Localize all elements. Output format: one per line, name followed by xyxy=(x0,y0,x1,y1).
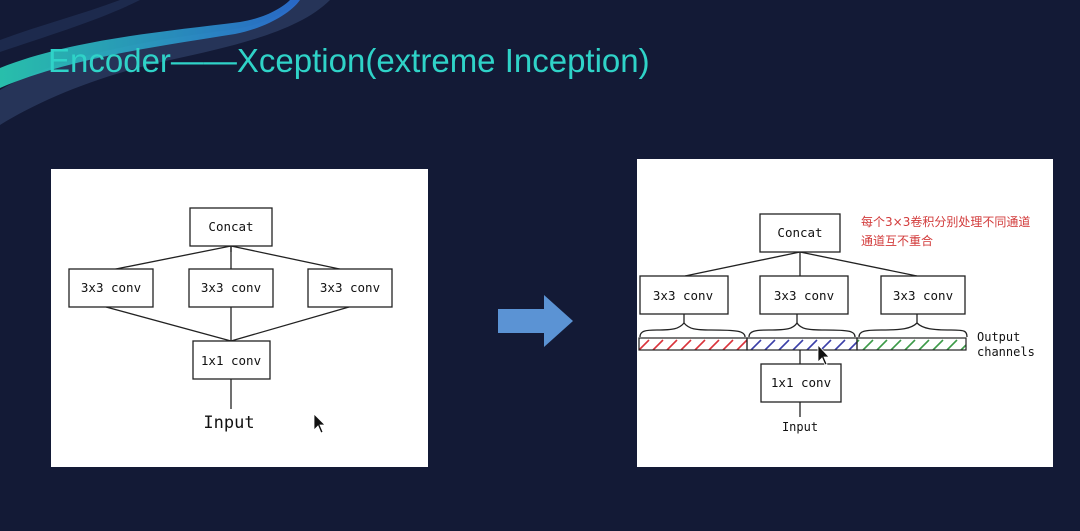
output-channels-bar xyxy=(638,337,967,351)
channel-group-green xyxy=(856,337,967,351)
slide-title: Encoder——Xception(extreme Inception) xyxy=(48,42,650,79)
conv-branch-label-3: 3x3 conv xyxy=(320,280,380,295)
right-arrow-icon xyxy=(498,295,573,347)
concat-label: Concat xyxy=(777,225,822,240)
conv-branch-box-2 xyxy=(759,275,849,315)
brace-1 xyxy=(639,321,746,338)
cursor-icon xyxy=(313,413,326,434)
conv-branch-label-2: 3x3 conv xyxy=(774,288,834,303)
output-channels-label-line-2: channels xyxy=(977,345,1035,359)
pointwise-label: 1x1 conv xyxy=(201,353,261,368)
output-channels-label-line-1: Output xyxy=(977,330,1020,344)
xception-module-diagram: Concat 3x3 conv 3x3 conv 3x3 conv 1x1 co… xyxy=(637,159,1053,467)
conv-branch-box-1 xyxy=(639,275,729,315)
concat-box xyxy=(189,207,273,247)
brace-3 xyxy=(858,322,968,338)
annotation-line-2: 通道互不重合 xyxy=(861,233,933,248)
conv-branch-label-1: 3x3 conv xyxy=(653,288,713,303)
conv-branch-box-1 xyxy=(68,268,154,308)
channel-group-blue xyxy=(746,337,858,351)
conv-branch-box-3 xyxy=(880,275,966,315)
conv-branch-label-1: 3x3 conv xyxy=(81,280,141,295)
conv-branch-box-2 xyxy=(188,268,274,308)
concat-box xyxy=(759,213,841,253)
input-label: Input xyxy=(782,420,818,434)
conv-branch-label-2: 3x3 conv xyxy=(201,280,261,295)
cursor-icon xyxy=(817,343,830,366)
concat-label: Concat xyxy=(208,219,253,234)
input-label: Input xyxy=(203,413,254,433)
brace-2 xyxy=(748,321,856,338)
pointwise-box xyxy=(760,363,842,403)
pointwise-box xyxy=(192,340,271,380)
conv-branch-box-3 xyxy=(307,268,393,308)
channel-group-red xyxy=(638,337,748,351)
inception-module-diagram: Concat 3x3 conv 3x3 conv 3x3 conv 1x1 co… xyxy=(51,169,428,467)
conv-branch-label-3: 3x3 conv xyxy=(893,288,953,303)
annotation-line-1: 每个3×3卷积分别处理不同通道 xyxy=(861,214,1030,229)
pointwise-label: 1x1 conv xyxy=(771,375,831,390)
